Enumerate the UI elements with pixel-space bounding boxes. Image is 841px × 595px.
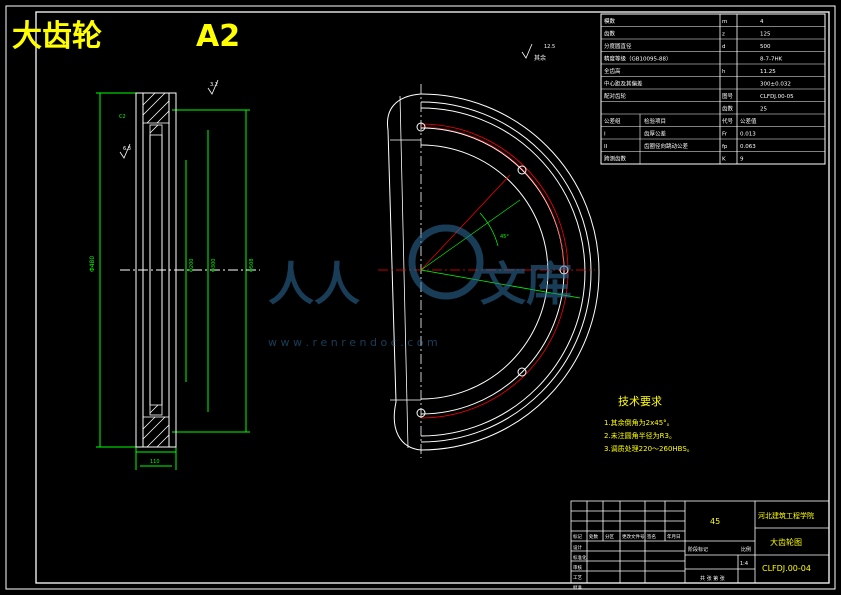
svg-text:Φ300: Φ300 bbox=[211, 259, 217, 272]
param-cell: 0.013 bbox=[740, 132, 756, 138]
param-cell: 齿数 bbox=[604, 30, 616, 38]
param-cell: 125 bbox=[760, 32, 771, 38]
drawing-number: CLFDJ.00-04 bbox=[762, 564, 811, 573]
title-block-header: 签名 bbox=[647, 533, 656, 540]
param-cell: 跨测齿数 bbox=[604, 155, 627, 163]
param-cell: 0.063 bbox=[740, 144, 756, 150]
watermark-logo-icon bbox=[408, 224, 484, 300]
param-cell: 8-7-7HK bbox=[760, 57, 783, 63]
param-cell: fp bbox=[722, 144, 728, 150]
title-block-header: 标记 bbox=[573, 533, 582, 540]
roughness-c: 12.5 bbox=[544, 44, 555, 50]
title-block-header: 处数 bbox=[589, 533, 598, 540]
svg-text:C2: C2 bbox=[119, 114, 126, 120]
title-block-header: 分区 bbox=[605, 533, 614, 540]
tech-item: 2.未注圆角半径为R3。 bbox=[604, 431, 676, 440]
tech-item: 3.调质处理220～260HBS。 bbox=[604, 444, 694, 453]
roughness-rest: 其余 bbox=[534, 54, 546, 62]
param-cell: 9 bbox=[740, 157, 744, 163]
ratio-label: 比例 bbox=[741, 546, 751, 553]
scale: 1:4 bbox=[740, 561, 748, 567]
param-cell: h bbox=[722, 69, 726, 75]
material: 45 bbox=[710, 517, 720, 526]
watermark-logo-left: 人人 bbox=[268, 257, 360, 311]
title-block-header: 更改文件号 bbox=[622, 533, 645, 540]
param-cell: Fr bbox=[722, 132, 728, 138]
watermark: 人人 文库 w w w . r e n r e n d o c . c o m bbox=[268, 224, 572, 349]
svg-text:45°: 45° bbox=[500, 234, 509, 240]
watermark-logo-right: 文库 bbox=[480, 257, 572, 311]
param-cell: 中心距及其偏差 bbox=[604, 80, 643, 88]
tech-title: 技术要求 bbox=[618, 395, 662, 408]
param-cell: z bbox=[722, 32, 725, 38]
drawing-title: 大齿轮 bbox=[12, 19, 102, 54]
param-cell: I bbox=[604, 132, 606, 138]
param-cell: 精度等级（GB10095-88） bbox=[604, 55, 672, 63]
param-cell: m bbox=[722, 19, 727, 25]
param-cell: 4 bbox=[760, 19, 764, 25]
param-cell: 500 bbox=[760, 44, 771, 50]
param-cell: 齿圈径向跳动公差 bbox=[644, 142, 689, 150]
title-block-role: 批准 bbox=[573, 584, 582, 591]
school-name: 河北建筑工程学院 bbox=[758, 511, 814, 520]
roughness-b: 6.3 bbox=[123, 146, 131, 152]
param-cell: 分度圆直径 bbox=[604, 42, 632, 50]
param-cell: 公差值 bbox=[740, 117, 757, 125]
param-cell: CLFDJ.00-05 bbox=[760, 94, 794, 100]
param-cell: 300±0.032 bbox=[760, 82, 791, 88]
param-cell: 公差组 bbox=[604, 117, 621, 125]
param-cell: 图号 bbox=[722, 92, 734, 100]
title-block-role: 工艺 bbox=[573, 575, 582, 581]
outer-frame bbox=[5, 5, 836, 590]
svg-text:Φ508: Φ508 bbox=[249, 259, 255, 272]
param-cell: 齿厚公差 bbox=[644, 130, 667, 138]
param-cell: 代号 bbox=[722, 117, 734, 125]
param-cell: 检验项目 bbox=[644, 117, 666, 125]
watermark-url: w w w . r e n r e n d o c . c o m bbox=[268, 336, 438, 349]
tech-item: 1.其余倒角为2x45°。 bbox=[604, 418, 674, 427]
paper-size: A2 bbox=[196, 19, 240, 54]
tech-requirements: 技术要求 1.其余倒角为2x45°。 2.未注圆角半径为R3。 3.调质处理22… bbox=[604, 395, 694, 453]
title-block-role: 设计 bbox=[573, 544, 582, 551]
roughness-a: 3.2 bbox=[210, 82, 218, 88]
svg-text:Φ200: Φ200 bbox=[189, 259, 195, 272]
drawing-name: 大齿轮图 bbox=[770, 537, 802, 547]
param-cell: 配对齿轮 bbox=[604, 92, 627, 100]
param-cell: 齿数 bbox=[722, 105, 734, 113]
dim-diameter: Φ480 bbox=[89, 256, 96, 272]
dim-width: 110 bbox=[150, 459, 160, 465]
param-cell: 11.25 bbox=[760, 69, 776, 75]
inner-frame bbox=[35, 11, 830, 584]
section-view: Φ480 Φ200 Φ300 Φ508 110 3.2 6.3 C2 bbox=[89, 79, 260, 470]
stage-label: 阶段标记 bbox=[688, 546, 708, 553]
title-block-role: 标准化 bbox=[573, 554, 587, 561]
sheet-count: 共 张 第 张 bbox=[700, 575, 725, 582]
param-cell: II bbox=[604, 144, 608, 150]
title-block bbox=[570, 500, 830, 584]
parameter-table: 模数 m 4 齿数 z 125 分度圆直径 d 500 精度等级（GB10095-88） 8-7-7… bbox=[600, 13, 826, 165]
title-block-role: 审核 bbox=[573, 564, 582, 571]
param-cell: K bbox=[722, 157, 726, 163]
param-cell: d bbox=[722, 44, 726, 50]
param-cell: 25 bbox=[760, 107, 767, 113]
param-cell: 全齿高 bbox=[604, 67, 621, 75]
title-block-header: 年月日 bbox=[667, 533, 681, 540]
param-cell: 模数 bbox=[604, 17, 616, 25]
front-view: 45° 12.5 其余 bbox=[378, 43, 600, 458]
